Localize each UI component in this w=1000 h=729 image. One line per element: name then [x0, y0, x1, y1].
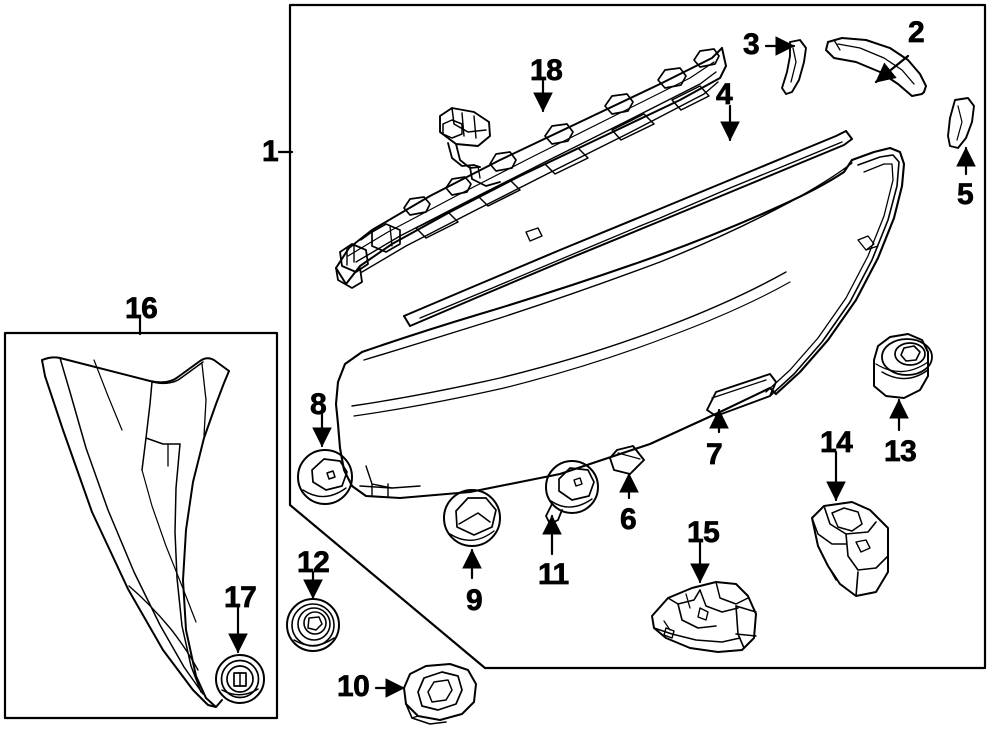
round-washer-grommet-part	[215, 654, 265, 704]
callout-1[interactable]: 1	[262, 135, 279, 168]
callout-15[interactable]: 15	[687, 516, 721, 549]
callout-6[interactable]: 6	[620, 503, 637, 536]
spoiler-upper-molding-part	[403, 130, 853, 327]
block-bracket-part	[811, 501, 889, 597]
adhesive-strip-pad-part	[706, 373, 777, 417]
callout-14[interactable]: 14	[820, 426, 854, 459]
callout-11[interactable]: 11	[538, 558, 570, 591]
round-grommet-a-part	[297, 449, 353, 505]
latch-bracket-part	[651, 581, 757, 653]
callout-4[interactable]: 4	[716, 78, 733, 111]
stud-clip-part	[545, 460, 599, 525]
callout-3[interactable]: 3	[743, 28, 760, 61]
callout-17[interactable]: 17	[224, 581, 258, 614]
round-grommet-b-part	[443, 489, 501, 547]
main-panel-border	[288, 3, 987, 670]
callout-13[interactable]: 13	[884, 435, 918, 468]
leader-2	[874, 54, 910, 84]
callout-2[interactable]: 2	[908, 16, 925, 49]
ribbed-grommet-part	[286, 598, 340, 652]
callout-7[interactable]: 7	[706, 438, 723, 471]
spoiler-body	[334, 146, 906, 500]
rail-striker-bracket	[439, 107, 501, 187]
side-seal-pad-part	[947, 97, 975, 149]
inset-panel-border	[3, 331, 279, 720]
oval-plug-part	[403, 663, 477, 725]
corner-seal-clip-part	[781, 39, 807, 95]
callout-8[interactable]: 8	[310, 388, 327, 421]
square-clip-part	[609, 445, 645, 475]
callout-18[interactable]: 18	[530, 54, 564, 87]
leader-lines	[138, 36, 976, 698]
callout-16[interactable]: 16	[125, 292, 159, 325]
callout-9[interactable]: 9	[466, 584, 483, 617]
pillar-trim-part	[41, 356, 230, 708]
callout-10[interactable]: 10	[337, 670, 371, 703]
stepped-bumper-part	[873, 333, 933, 399]
callout-12[interactable]: 12	[297, 546, 331, 579]
reinforcement-rail-part	[335, 47, 727, 289]
callout-5[interactable]: 5	[957, 178, 974, 211]
